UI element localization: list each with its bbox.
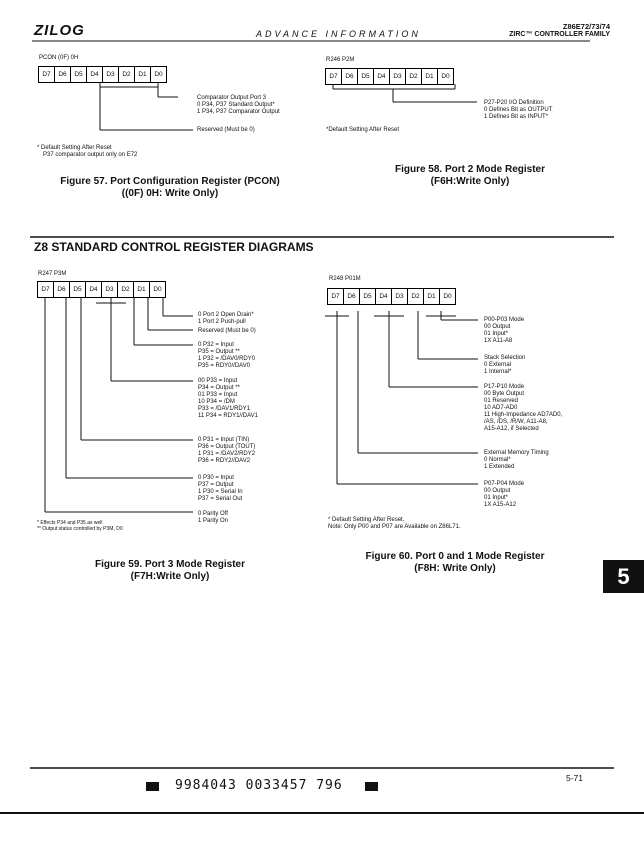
- fig60-register: R248 P01M: [329, 276, 361, 282]
- header-part: Z86E72/73/74: [562, 22, 610, 31]
- fig57-register: PCON (0F) 0H: [39, 55, 79, 61]
- fig59-reserved: Reserved (Must be 0): [198, 328, 256, 334]
- section-title: Z8 STANDARD CONTROL REGISTER DIAGRAMS: [34, 240, 314, 254]
- fig57-reserved: Reserved (Must be 0): [197, 127, 255, 133]
- fig59-p33-p34: 00 P33 = Input P34 = Output **01 P33 = I…: [198, 378, 258, 419]
- fig60-caption: Figure 60. Port 0 and 1 Mode Register(F8…: [365, 551, 545, 574]
- fig59-p31-p36: 0 P31 = Input (TIN) P36 = Output (TOUT)1…: [198, 437, 256, 464]
- fig59-register: R247 P3M: [38, 271, 67, 277]
- fig60-notes: * Default Setting After Reset.Note: Only…: [328, 517, 461, 530]
- fig58-register: R246 P2M: [326, 57, 355, 63]
- chapter-tab: 5: [603, 560, 644, 593]
- fig59-caption: Figure 59. Port 3 Mode Register(F7H:Writ…: [94, 559, 246, 582]
- fig59-port2-drive: 0 Port 2 Open Drain*1 Port 2 Push-pull: [198, 312, 254, 325]
- fig59-notes: * Effects P34 and P35 as well** Output s…: [37, 520, 123, 532]
- barcode-block-left: [146, 782, 159, 791]
- barcode-number: 9984043 0033457 796: [175, 778, 343, 793]
- fig59-p32-p35: 0 P32 = Input P35 = Output **1 P32 = /DA…: [198, 342, 256, 369]
- barcode-block-right: [365, 782, 378, 791]
- header-family: ZIRC™ CONTROLLER FAMILY: [509, 31, 610, 38]
- fig58-note: *Default Setting After Reset: [326, 127, 400, 133]
- fig57-caption: Figure 57. Port Configuration Register (…: [60, 176, 280, 199]
- page-number: 5-71: [566, 773, 584, 783]
- fig58-caption: Figure 58. Port 2 Mode Register(F6H:Writ…: [394, 164, 546, 187]
- header-center: ADVANCE INFORMATION: [256, 29, 421, 39]
- zilog-logo: ZILOG: [34, 22, 85, 39]
